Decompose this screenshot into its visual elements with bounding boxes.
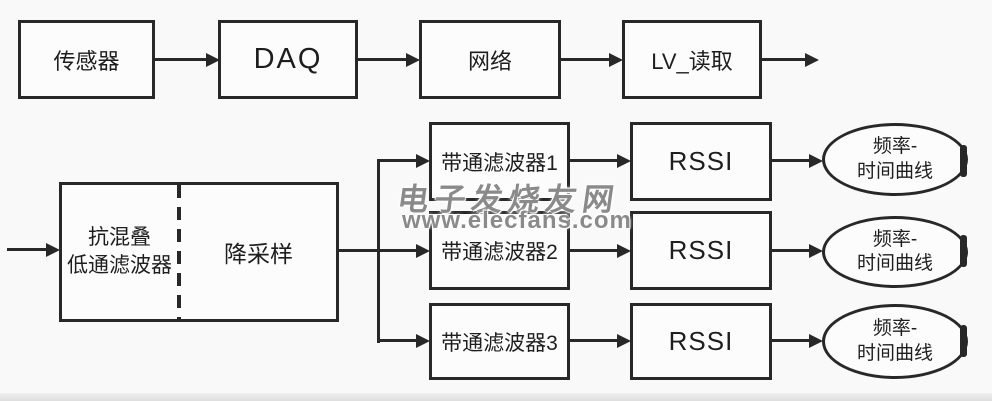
- freq-time-curve-2-node: 频率- 时间曲线: [822, 216, 968, 288]
- bandpass-filter-1-label: 带通滤波器1: [441, 151, 558, 175]
- rssi-3-node: RSSI: [630, 303, 772, 380]
- ellipse-edge-clip-mark-3: [960, 325, 967, 357]
- antialias-label-line1: 抗混叠: [88, 225, 151, 249]
- connector-line: [377, 159, 419, 162]
- connector-line: [358, 58, 409, 61]
- network-node: 网络: [419, 20, 561, 99]
- arrowhead-icon: [805, 53, 819, 67]
- arrow-filter3-to-rssi3: [570, 334, 631, 348]
- connector-line: [155, 58, 209, 61]
- connector-line: [772, 339, 812, 342]
- arrow-rssi2-to-curve2: [772, 244, 823, 258]
- arrow-preprocess-to-filter2: [339, 244, 430, 258]
- connector-line: [377, 339, 419, 342]
- curve-2-label-line1: 频率-: [872, 228, 918, 250]
- arrow-rssi1-to-curve1: [772, 154, 823, 168]
- curve-1-label-line2: 时间曲线: [856, 160, 933, 182]
- arrowhead-icon: [809, 244, 823, 258]
- arrow-filter2-to-rssi2: [570, 244, 631, 258]
- rssi-2-label: RSSI: [668, 235, 734, 265]
- arrowhead-icon: [609, 53, 623, 67]
- lv-read-node: LV_读取: [622, 20, 762, 99]
- antialias-label-line2: 低通滤波器: [67, 254, 172, 277]
- freq-time-curve-3-node: 频率- 时间曲线: [822, 304, 968, 379]
- freq-time-curve-1-node: 频率- 时间曲线: [822, 123, 968, 196]
- arrow-branch-to-filter3: [377, 334, 430, 348]
- connector-line: [570, 339, 620, 342]
- bandpass-filter-2-node: 带通滤波器2: [429, 211, 570, 290]
- sensor-node: 传感器: [18, 20, 155, 99]
- arrowhead-icon: [617, 334, 631, 348]
- arrowhead-icon: [416, 244, 430, 258]
- lv-read-label: LV_读取: [651, 48, 733, 74]
- arrow-daq-to-network: [358, 53, 420, 67]
- curve-3-label-line2: 时间曲线: [856, 342, 933, 364]
- antialias-filter-section: 抗混叠 低通滤波器: [62, 185, 177, 319]
- rssi-1-label: RSSI: [668, 146, 734, 176]
- arrowhead-icon: [406, 53, 420, 67]
- arrow-network-to-lvread: [561, 53, 623, 67]
- connector-line: [570, 159, 620, 162]
- dashed-divider-line: [177, 185, 181, 319]
- ellipse-edge-clip-mark-1: [960, 145, 967, 177]
- arrowhead-icon: [46, 243, 60, 257]
- arrowhead-icon: [416, 154, 430, 168]
- daq-label: DAQ: [253, 43, 323, 75]
- arrow-rssi3-to-curve3: [772, 334, 823, 348]
- daq-node: DAQ: [218, 20, 358, 99]
- arrow-filter1-to-rssi1: [570, 154, 631, 168]
- curve-3-label-line1: 频率-: [872, 318, 918, 340]
- bandpass-filter-1-node: 带通滤波器1: [429, 122, 570, 201]
- connector-line: [772, 249, 812, 252]
- bottom-scan-edge: [0, 393, 992, 401]
- bandpass-filter-2-label: 带通滤波器2: [441, 240, 558, 264]
- preprocess-node: [59, 182, 339, 322]
- arrowhead-icon: [617, 244, 631, 258]
- ellipse-edge-clip-mark-2: [960, 235, 967, 267]
- branch-split-line: [377, 159, 380, 343]
- connector-line: [7, 248, 49, 251]
- arrowhead-icon: [809, 334, 823, 348]
- network-label: 网络: [467, 48, 512, 74]
- arrow-lvread-output: [762, 53, 819, 67]
- arrow-branch-to-filter1: [377, 154, 430, 168]
- rssi-3-label: RSSI: [668, 326, 734, 356]
- sensor-label: 传感器: [53, 48, 120, 74]
- arrow-input-to-preprocess: [7, 243, 60, 257]
- downsample-section: 降采样: [181, 185, 336, 319]
- downsample-label: 降采样: [224, 241, 293, 267]
- rssi-2-node: RSSI: [630, 211, 772, 290]
- arrowhead-icon: [416, 334, 430, 348]
- watermark-url: www.elecfans.com: [402, 207, 632, 234]
- curve-2-label-line2: 时间曲线: [856, 253, 933, 274]
- connector-line: [772, 159, 812, 162]
- connector-line: [561, 58, 612, 61]
- bandpass-filter-3-node: 带通滤波器3: [429, 303, 570, 380]
- curve-1-label-line1: 频率-: [872, 136, 918, 158]
- arrowhead-icon: [809, 154, 823, 168]
- rssi-1-node: RSSI: [630, 122, 772, 201]
- arrow-sensor-to-daq: [155, 53, 220, 67]
- bandpass-filter-3-label: 带通滤波器3: [441, 331, 558, 355]
- arrowhead-icon: [206, 53, 220, 67]
- connector-line: [570, 249, 620, 252]
- arrowhead-icon: [617, 154, 631, 168]
- connector-line: [762, 58, 808, 61]
